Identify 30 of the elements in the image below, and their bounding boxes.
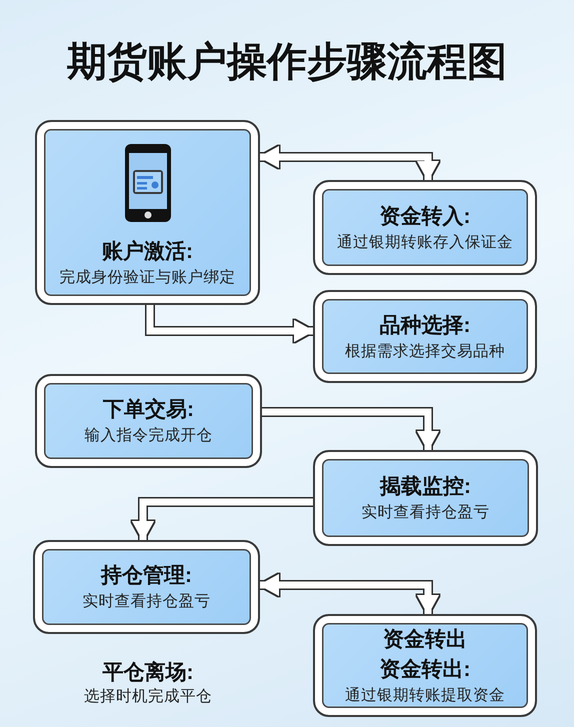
arrow (262, 408, 439, 451)
step-heading: 下单交易: (103, 396, 194, 423)
step-heading: 平仓离场: (102, 660, 194, 686)
title: 期货账户操作步骤流程图 (66, 39, 508, 86)
process-box (313, 290, 537, 383)
arrow (132, 498, 313, 541)
step-heading: 揭载监控: (380, 474, 471, 500)
step-heading: 账户激活: (102, 238, 193, 265)
arrow (146, 305, 314, 342)
process-box (313, 614, 537, 717)
step-heading: 资金转入: (380, 204, 470, 230)
process-box (313, 180, 537, 275)
process-box (35, 374, 262, 468)
step-description: 选择时机完成平仓 (83, 687, 213, 707)
step-heading: 资金转出: (380, 656, 470, 682)
step-description: 通过银期转账存入保证金 (337, 232, 513, 252)
process-box (313, 450, 538, 546)
step-heading: 资金转出 (383, 626, 467, 652)
step-description: 输入指令完成开仓 (84, 426, 212, 446)
step-heading: 持仓管理: (101, 563, 192, 589)
process-box (33, 540, 260, 634)
step-description: 根据需求选择交易品种 (345, 342, 505, 362)
step-description: 完成身份验证与账户绑定 (60, 268, 236, 288)
arrow (259, 574, 439, 615)
step-description: 实时查看持仓盈亏 (82, 592, 210, 612)
process-box (35, 120, 260, 305)
step-description: 实时查看持仓盈亏 (362, 503, 490, 523)
step-description: 通过银期转账提取资金 (345, 686, 505, 706)
step-heading: 品种选择: (380, 312, 470, 338)
arrow (259, 146, 439, 181)
